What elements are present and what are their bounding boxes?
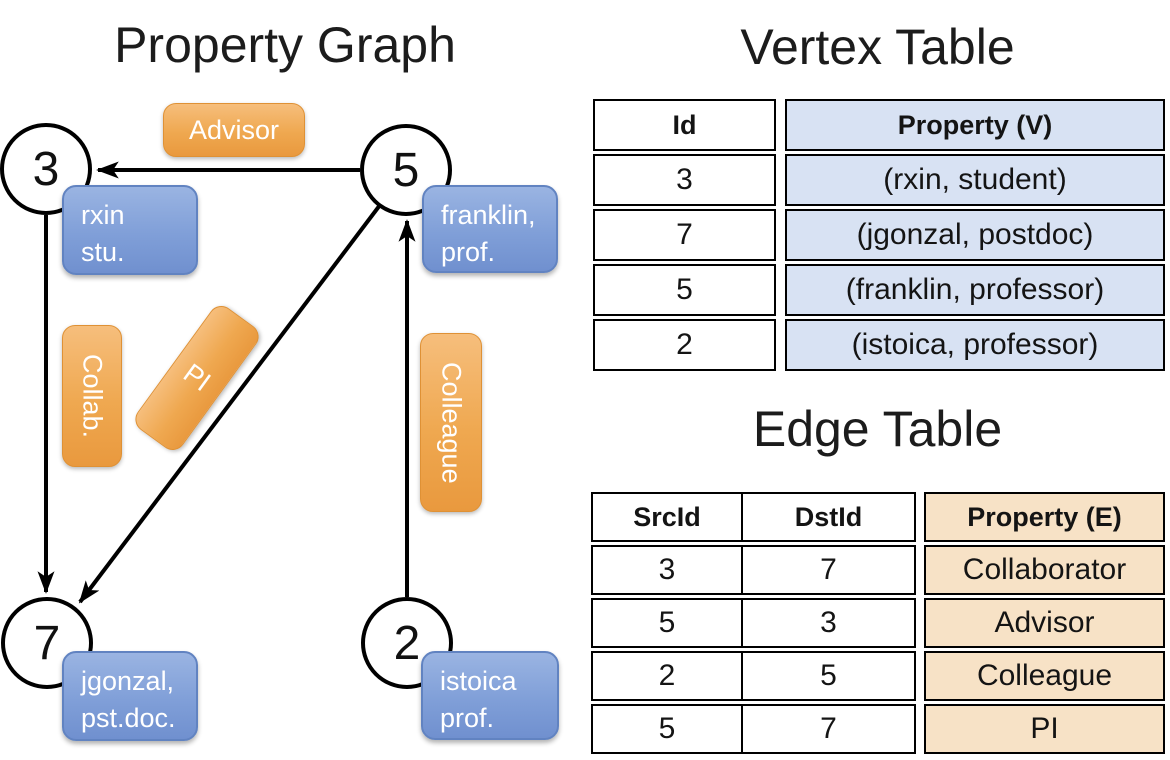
vertex-property-line: stu.: [81, 237, 125, 268]
vertex-property-line: jgonzal,: [81, 666, 175, 696]
column-header-dstid: DstId: [743, 492, 916, 542]
graph-edges-canvas: [37, 161, 416, 604]
vertex-id: 7: [33, 616, 61, 670]
table-cell: 3: [743, 598, 916, 648]
table-cell: PI: [924, 704, 1165, 754]
table-cell: 5: [593, 264, 776, 316]
vertex-property-line: prof.: [440, 703, 495, 734]
edge-table-srcid-column: SrcId 3 5 2 5: [591, 492, 743, 754]
table-cell: 5: [591, 598, 743, 648]
edge-table-title: Edge Table: [752, 401, 1003, 457]
edge-table-property-column: Property (E) Collaborator Advisor Collea…: [924, 492, 1165, 754]
vertex-id: 5: [392, 143, 420, 197]
table-cell: (istoica, professor): [785, 319, 1165, 371]
vertex-id: 2: [393, 616, 421, 670]
edge-label-advisor: Advisor: [163, 103, 305, 157]
edge-label-collab: Collab.: [62, 325, 122, 467]
table-cell: Advisor: [924, 598, 1165, 648]
edge-label-colleague: Colleague: [420, 333, 482, 512]
vertex-table-title: Vertex Table: [740, 19, 1015, 75]
table-cell: (rxin, student): [785, 154, 1165, 206]
vertex-property-line: prof.: [441, 237, 496, 268]
table-cell: 2: [593, 319, 776, 371]
edge-label-text: Collab.: [77, 353, 108, 439]
column-header-property-v: Property (V): [785, 99, 1165, 151]
table-cell: 5: [591, 704, 743, 754]
vertex-property-line: rxin: [81, 200, 125, 230]
vertex-property-franklin: franklin, prof.: [422, 185, 558, 273]
edge-table-dstid-column: DstId 7 3 5 7: [743, 492, 916, 754]
vertex-circle-5: 5: [360, 124, 452, 216]
table-cell: Colleague: [924, 651, 1165, 701]
vertex-id: 3: [32, 142, 60, 196]
edge-label-text: PI: [178, 357, 217, 398]
table-cell: (franklin, professor): [785, 264, 1165, 316]
table-cell: 5: [743, 651, 916, 701]
vertex-circle-2: 2: [361, 597, 453, 689]
edge-table: SrcId 3 5 2 5 DstId 7 3 5 7 Property (E)…: [591, 492, 1165, 754]
vertex-table-property-column: Property (V) (rxin, student) (jgonzal, p…: [785, 99, 1165, 371]
property-graph-title: Property Graph: [114, 17, 456, 73]
table-cell: 3: [591, 545, 743, 595]
edge-label-text: Colleague: [436, 361, 467, 484]
vertex-property-line: pst.doc.: [81, 703, 176, 734]
column-header-srcid: SrcId: [591, 492, 743, 542]
column-header-property-e: Property (E): [924, 492, 1165, 542]
vertex-property-rxin: rxin stu.: [62, 185, 198, 275]
vertex-property-line: franklin,: [441, 200, 536, 230]
vertex-property-line: istoica: [440, 666, 517, 696]
edge-line-pi-5-to-7: [78, 203, 382, 604]
vertex-property-istoica: istoica prof.: [421, 651, 559, 740]
table-cell: 7: [743, 545, 916, 595]
table-cell: 2: [591, 651, 743, 701]
table-cell: 7: [593, 209, 776, 261]
column-header-id: Id: [593, 99, 776, 151]
edge-label-text: Advisor: [188, 114, 280, 145]
vertex-table-id-column: Id 3 7 5 2: [593, 99, 776, 371]
table-cell: 3: [593, 154, 776, 206]
vertex-property-jgonzal: jgonzal, pst.doc.: [62, 651, 198, 741]
vertex-table: Id 3 7 5 2 Property (V) (rxin, student) …: [593, 99, 1165, 371]
table-cell: 7: [743, 704, 916, 754]
table-cell: Collaborator: [924, 545, 1165, 595]
table-cell: (jgonzal, postdoc): [785, 209, 1165, 261]
